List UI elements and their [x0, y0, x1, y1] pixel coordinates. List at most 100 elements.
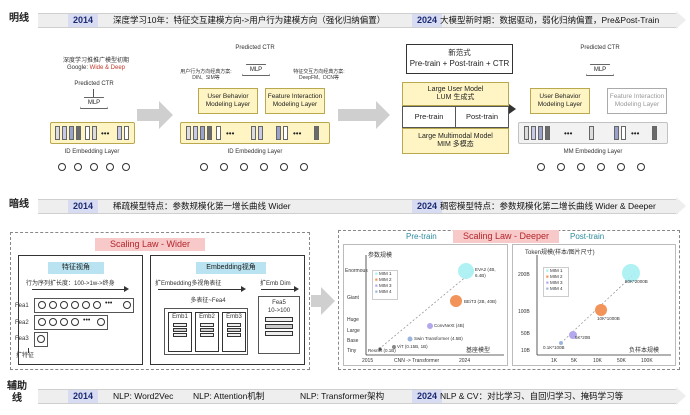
mid-right-note-1: 特征交互方向经典方案: [293, 69, 345, 75]
right-ytick: 10B [521, 348, 530, 354]
mid-input-node [300, 163, 308, 171]
wd-input-node [90, 163, 98, 171]
left-legend-item: MIM 4 [378, 289, 392, 294]
left-point-label: BEiT3 (2B, 40B) [464, 299, 497, 304]
fea2-row: ••• [34, 315, 108, 330]
right-legend-item: MIM 2 [549, 274, 563, 279]
wd-mlp-box: MLP [80, 97, 108, 109]
right-legend: ■ MIM 1 ■ MIM 2 ■ MIM 3 ■ MIM 4 [543, 267, 569, 297]
pre-train-box: Pre-train [402, 106, 456, 128]
wd-embedding-label: ID Embedding Layer [64, 149, 120, 155]
emb3-box: Emb3 [222, 312, 246, 352]
emb-dim-note: 扩Emb Dim [260, 281, 291, 287]
year-2024-tag: 2024 [412, 14, 443, 27]
multi-feature-label: 多表征~Fea4 [190, 298, 226, 304]
emb3-label: Emb3 [226, 314, 242, 320]
deeper-post-train-label: Post-train [570, 232, 605, 241]
mid-feature-interaction-layer: Feature Interaction Modeling Layer [265, 88, 325, 114]
right-point-label: 5K*20B [575, 335, 591, 340]
token-scale-chart-svg [536, 255, 671, 356]
mid-input-node [240, 163, 248, 171]
left-point-label: ViT (0.15B, 1B) [397, 344, 428, 349]
scaling-wider-title: Scaling Law - Wider [95, 238, 205, 251]
right-ytick: 50B [521, 331, 530, 337]
progress-arrow-head [321, 287, 335, 315]
mim-subtitle: MIM 多模态 [437, 141, 474, 148]
right-ytick: 100B [518, 309, 530, 315]
lum-to-ub-arrow [509, 104, 516, 114]
left-xlabel: 基座模型 [466, 348, 491, 354]
left-ytick: Base [347, 338, 359, 344]
emb2-box: Emb2 [195, 312, 219, 352]
emb2-label: Emb2 [199, 314, 215, 320]
aux-line-banner: 2014 NLP: Word2Vec NLP: Attention机制 NLP:… [38, 387, 686, 405]
new-mlp-box: MLP [586, 64, 614, 76]
post-train-box: Post-train [455, 106, 509, 128]
wd-note-google: Google: [66, 65, 88, 71]
embedding-view-title: Embedding视角 [196, 262, 266, 274]
fea5-label: Fea5 [272, 300, 286, 306]
large-multimodal-model-box: Large Multimodal Model MIM 多模态 [402, 128, 509, 154]
progress-arrow-shaft [338, 109, 378, 121]
mid-input-node [200, 163, 208, 171]
main-line-text-1: 深度学习10年：特征交互建模方向->用户行为建模方向（强化归纳偏置） [113, 15, 386, 25]
progress-arrow-shaft [311, 295, 323, 307]
new-input-node [637, 163, 645, 171]
aux-line-label: 辅助线 [7, 381, 27, 404]
right-point-label: 10K*1000B [597, 316, 620, 321]
left-point-label: EVA2 (4B, 6.4B) [475, 267, 496, 278]
new-input-node [597, 163, 605, 171]
fea1-row: ••• [34, 298, 134, 313]
new-input-node [617, 163, 625, 171]
large-user-model-box: Large User Model LUM 生成式 [402, 82, 509, 106]
fea1-label: Fea1 [15, 303, 29, 309]
wd-embedding-block: ••• [50, 122, 135, 144]
left-point-label: Resnet (0.1B) [368, 348, 396, 353]
aux-line-text-2: NLP: Attention机制 [193, 391, 265, 401]
wd-input-node [122, 163, 130, 171]
mid-right-note: 特征交互方向经典方案: DeepFM、DCN等 [284, 69, 354, 81]
feature-view-title: 特征视角 [48, 262, 104, 274]
left-ytick: Enormous [345, 268, 368, 274]
aux-line-text-1: NLP: Word2Vec [113, 391, 174, 401]
new-feature-interaction-layer: Feature Interaction Modeling Layer [607, 88, 667, 114]
embedding-view-box [150, 255, 305, 365]
right-xtick: 10K [593, 358, 602, 364]
right-ylabel: Token规模(样本/图片尺寸) [525, 250, 595, 256]
new-embedding-block: ••• ••• [518, 122, 668, 144]
lum-subtitle: LUM 生成式 [436, 94, 475, 101]
right-legend-item: MIM 3 [549, 280, 563, 285]
progress-arrow-head [159, 101, 173, 129]
mid-input-node [280, 163, 288, 171]
year-2024-tag: 2024 [412, 390, 443, 403]
year-2014-tag: 2014 [68, 390, 99, 403]
new-input-node [537, 163, 545, 171]
left-legend-item: MIM 2 [378, 277, 392, 282]
wd-arrow [93, 89, 94, 97]
param-scale-chart: 参数规模 Enormous Giant Huge Large Base Tiny… [343, 244, 508, 366]
wd-note-model: Wide & Deep [89, 65, 126, 71]
right-ytick: 200B [518, 272, 530, 278]
emb1-box: Emb1 [168, 312, 192, 352]
right-xtick: 50K [617, 358, 626, 364]
left-xtick: 2024 [459, 358, 471, 364]
main-line-label: 明线 [9, 13, 29, 24]
param-scale-chart-svg [365, 255, 504, 356]
mid-user-behavior-layer: User Behavior Modeling Layer [198, 88, 258, 114]
lum-title: Large User Model [427, 86, 484, 93]
left-legend: ■ MIM 1 ■ MIM 2 ■ MIM 3 ■ MIM 4 [372, 270, 398, 300]
aux-line-text-3: NLP: Transformer架构 [300, 391, 385, 401]
new-paradigm-title: 新范式 [448, 48, 471, 57]
fea5-box: Fea5 10->100 [258, 296, 300, 354]
new-embedding-label: MM Embedding Layer [563, 149, 623, 155]
multi-embedding-group [164, 308, 248, 355]
mid-embedding-label: ID Embedding Layer [227, 149, 283, 155]
dark-line-text-2: 稠密模型特点：参数规模化第二增长曲线 Wider & Deeper [440, 201, 656, 211]
token-scale-chart: Token规模(样本/图片尺寸) 200B 100B 50B 10B 1K 5K… [512, 244, 676, 366]
right-point-label: 50K*2000B [625, 279, 648, 284]
mid-right-note-2: DeepFM、DCN等 [298, 75, 339, 81]
dark-line-banner: 2014 稀疏模型特点：参数规模化第一增长曲线 Wider 2024 稠密模型特… [38, 197, 686, 215]
right-legend-item: MIM 1 [549, 268, 563, 273]
year-2014-tag: 2014 [68, 14, 99, 27]
deeper-pre-train-label: Pre-train [406, 232, 437, 241]
